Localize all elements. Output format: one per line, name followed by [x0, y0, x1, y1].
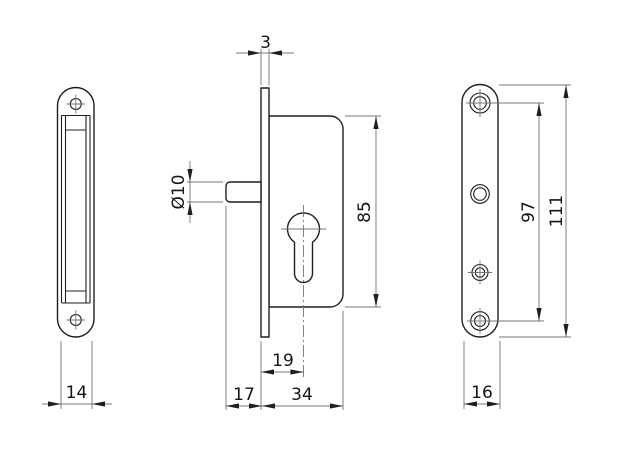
dimension-left-plate-width: 14: [42, 341, 112, 409]
cover-plate-hole-1: [466, 89, 494, 117]
dim-label-cover-plate-width: 16: [471, 383, 493, 403]
cover-plate-outline: [461, 83, 499, 338]
cover-plate-hole-2: [470, 184, 490, 204]
dim-label-body-depth: 34: [291, 385, 313, 405]
cover-plate-view: [461, 83, 499, 338]
cover-plate-hole-3: [468, 260, 492, 285]
dim-label-hole-spacing: 97: [519, 201, 539, 223]
dim-label-cover-plate-height: 111: [547, 195, 567, 227]
faceplate-outline: [260, 87, 270, 338]
left-plate-view: [56, 86, 95, 338]
dim-label-cylinder-backset: 19: [272, 351, 294, 371]
dimension-cylinder-backset: 19: [260, 341, 304, 410]
left-plate-outline: [56, 86, 95, 338]
dim-label-pin-length: 17: [233, 385, 255, 405]
dim-label-faceplate-thickness: 3: [260, 33, 271, 53]
dimension-hole-spacing: 97: [493, 102, 544, 322]
dimension-cover-plate-width: 16: [463, 341, 501, 409]
left-plate-top-hole: [66, 94, 85, 114]
dim-label-body-height: 85: [355, 201, 375, 223]
lock-case-outline: [268, 115, 344, 308]
dimension-pin-diameter: Ø10: [169, 161, 223, 223]
dimension-body-height: 85: [345, 115, 381, 308]
left-plate-channel: [60, 114, 91, 304]
dimension-cover-plate-height: 111: [499, 84, 571, 338]
dimension-faceplate-thickness: 3: [236, 33, 294, 85]
lock-body-view: [225, 87, 344, 378]
cover-plate-hole-4: [467, 308, 493, 334]
locking-pin-outline: [225, 181, 262, 203]
dimension-pin-length-and-body-depth: 17 34: [225, 206, 344, 410]
dim-label-left-plate-width: 14: [66, 383, 88, 403]
dim-label-pin-diameter: Ø10: [169, 174, 189, 209]
left-plate-bottom-hole: [66, 310, 85, 330]
